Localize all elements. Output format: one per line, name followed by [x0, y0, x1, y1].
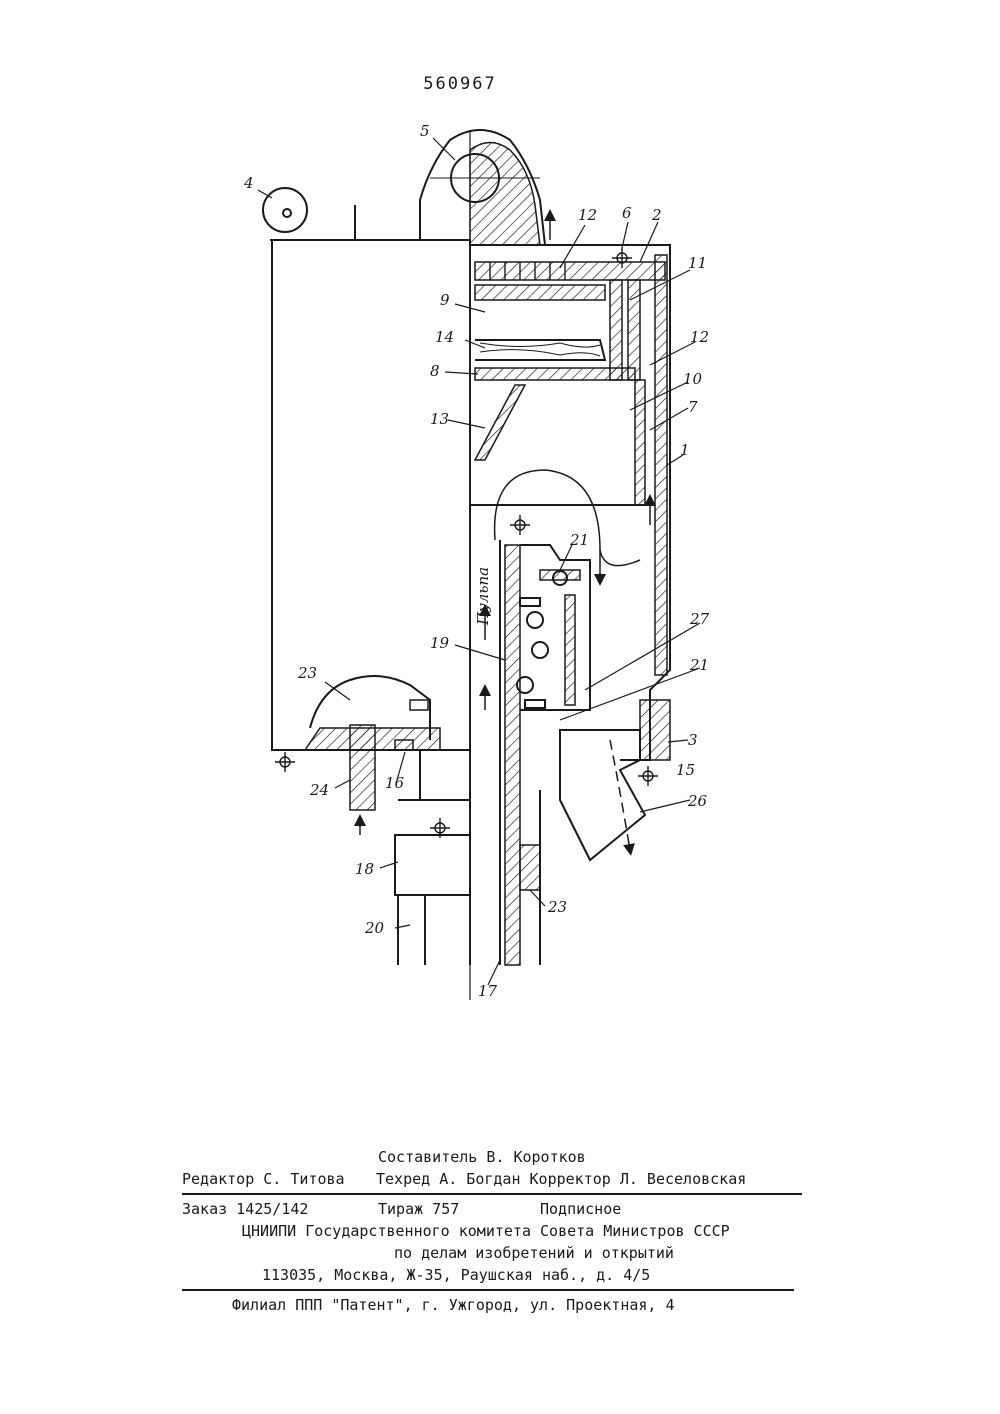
institute-line: ЦНИИПИ Государственного комитета Совета … — [242, 1222, 730, 1240]
label-6: 6 — [622, 204, 632, 222]
label-25: 24 — [309, 781, 329, 799]
label-20: 20 — [364, 919, 385, 937]
label-3: 3 — [688, 731, 698, 749]
label-12a: 12 — [578, 206, 597, 224]
label-23: 23 — [547, 898, 567, 916]
label-4: 4 — [243, 174, 254, 192]
label-12b: 12 — [690, 328, 709, 346]
circulation-line: Тираж 757 — [378, 1200, 459, 1218]
address-line: 113035, Москва, Ж-35, Раушская наб., д. … — [262, 1266, 650, 1284]
divider-2 — [182, 1289, 794, 1291]
label-21: 21 — [689, 656, 709, 674]
label-14: 14 — [435, 328, 454, 346]
subscription-line: Подписное — [540, 1200, 621, 1218]
label-18: 18 — [355, 860, 374, 878]
order-line: Заказ 1425/142 — [182, 1200, 308, 1218]
label-26: 26 — [687, 792, 708, 810]
label-17: 17 — [478, 982, 498, 1000]
tech-corrector-line: Техред А. Богдан Корректор Л. Веселовска… — [376, 1170, 746, 1188]
label-13: 13 — [430, 410, 449, 428]
label-10: 10 — [683, 370, 703, 388]
label-5: 5 — [420, 122, 430, 140]
label-27: 27 — [689, 610, 710, 628]
editor-line: Редактор С. Титова — [182, 1170, 345, 1188]
divider-1 — [182, 1193, 802, 1195]
label-2: 2 — [651, 206, 662, 224]
branch-line: Филиал ППП "Патент", г. Ужгород, ул. Про… — [232, 1296, 675, 1314]
label-7: 7 — [688, 398, 698, 416]
flow-label-pulp: Пульпа — [474, 567, 492, 626]
label-15: 15 — [676, 761, 695, 779]
label-19: 19 — [430, 634, 450, 652]
label-16: 16 — [385, 774, 405, 792]
technical-drawing: 4 5 6 2 12 11 9 14 12 8 10 7 13 1 21 27 … — [0, 0, 1000, 1100]
label-24: 23 — [297, 664, 317, 682]
label-9: 9 — [440, 291, 450, 309]
label-11: 11 — [688, 254, 707, 272]
label-1: 1 — [680, 441, 690, 459]
compiler-line: Составитель В. Коротков — [378, 1148, 586, 1166]
label-8: 8 — [430, 362, 440, 380]
label-22: 21 — [569, 531, 589, 549]
affairs-line: по делам изобретений и открытий — [394, 1244, 674, 1262]
